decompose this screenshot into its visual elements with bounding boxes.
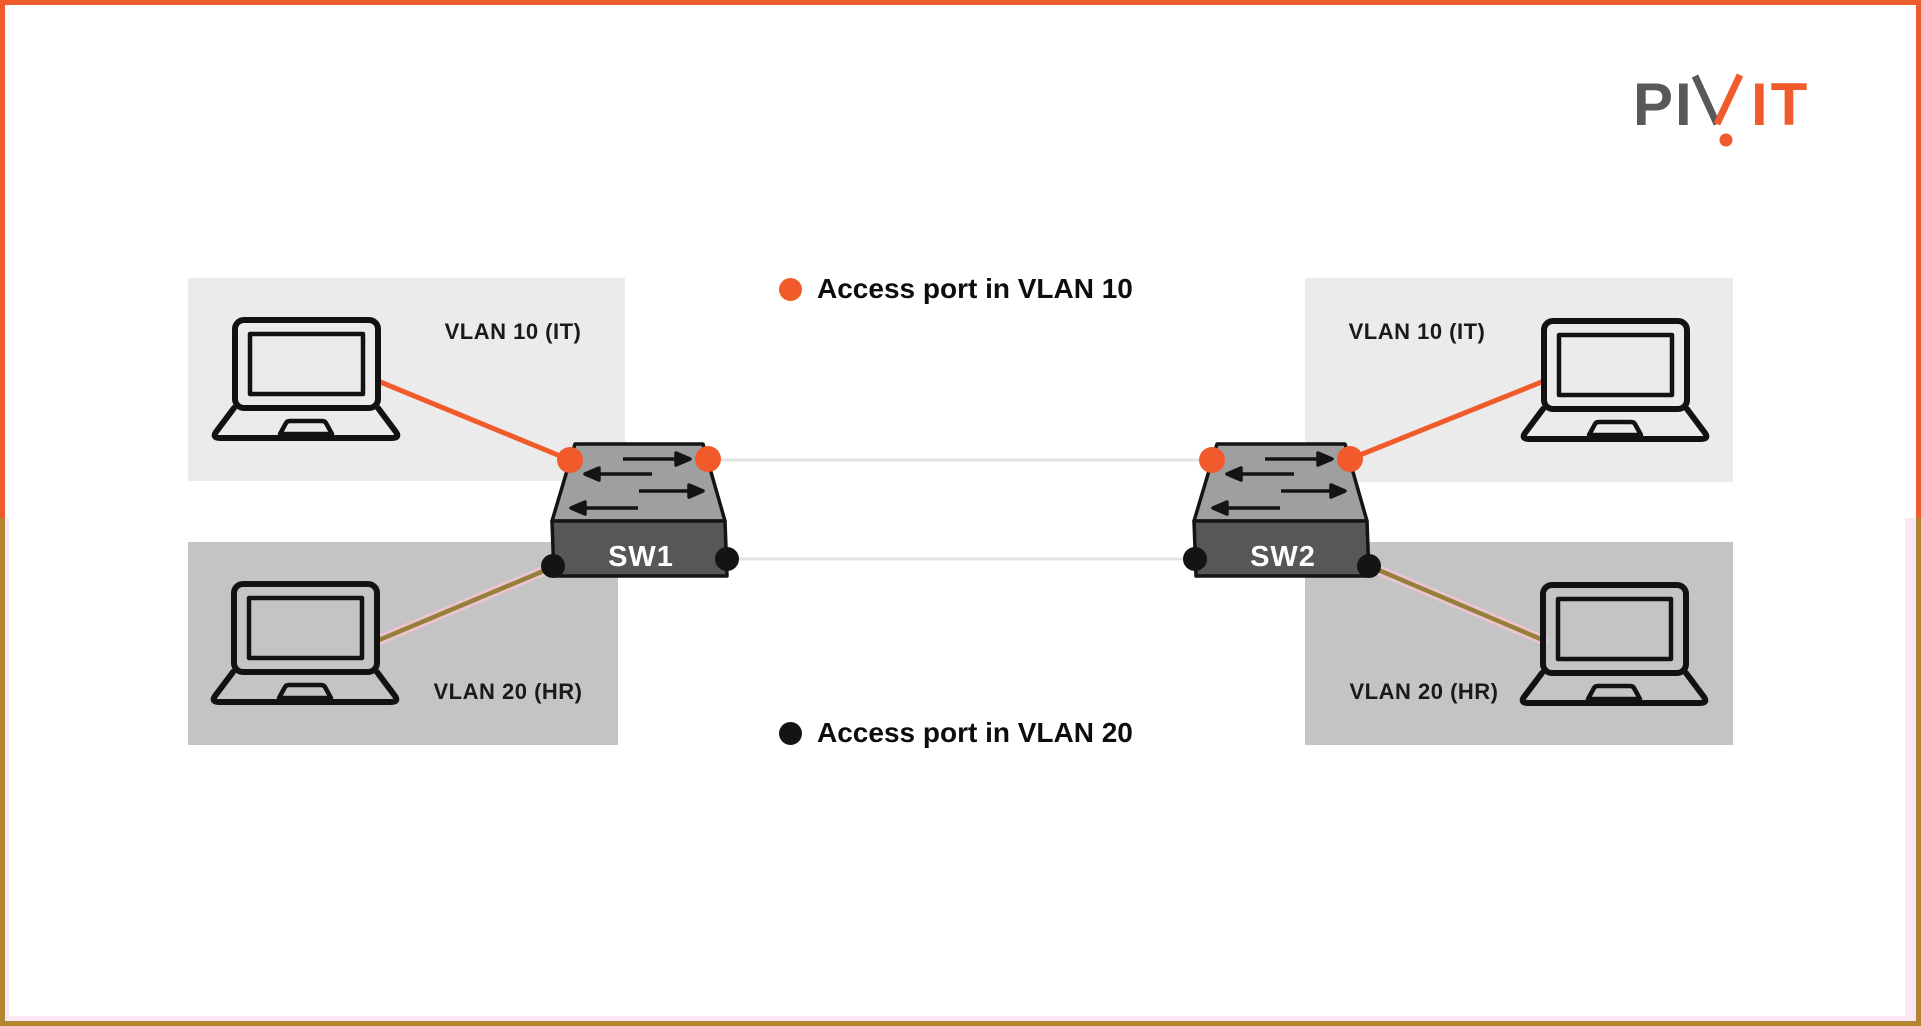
zone-label-vlan20-left: VLAN 20 (HR) <box>433 679 583 704</box>
vlan10-link-left <box>375 378 573 463</box>
logo-v-left-stroke <box>1691 74 1721 126</box>
sw1-vlan10-port-right-dot <box>695 446 721 472</box>
page-border-left-top <box>0 0 5 518</box>
zone-label-vlan10-right: VLAN 10 (IT) <box>1348 319 1486 344</box>
logo-text-gray: PI <box>1633 71 1694 138</box>
switch-sw1: SW1 <box>550 442 729 578</box>
sw1-vlan10-port-left-dot <box>557 447 583 473</box>
sw2-vlan10-port-left-dot <box>1199 447 1225 473</box>
logo-exclamation-dot-icon <box>1719 133 1733 147</box>
sw2-vlan20-port-left-dot <box>1183 547 1207 571</box>
vlan10-link-right <box>1347 378 1547 462</box>
laptop-icon-vlan20-right <box>1523 585 1706 703</box>
sw1-vlan20-port-left-dot <box>541 554 565 578</box>
laptop-icon-vlan20-left <box>214 584 397 702</box>
legend-item-vlan10: Access port in VLAN 10 <box>779 273 1133 304</box>
zone-vlan10-left <box>188 278 625 481</box>
page-border-top <box>0 0 1921 5</box>
pivit-logo: PI IT <box>1633 71 1810 147</box>
vlan20-link-left <box>376 564 556 643</box>
page-border-left-bottom <box>0 518 5 1026</box>
page-border-right-top <box>1916 0 1921 518</box>
legend-item-vlan20: Access port in VLAN 20 <box>779 717 1133 748</box>
sw2-vlan10-port-right-dot <box>1337 446 1363 472</box>
page-border-bottom <box>0 1021 1921 1026</box>
pink-fringe-bottom <box>0 1016 1921 1021</box>
laptop-icon-vlan10-right <box>1524 321 1707 439</box>
legend-label-vlan10: Access port in VLAN 10 <box>817 273 1133 304</box>
zone-label-vlan10-left: VLAN 10 (IT) <box>444 319 582 344</box>
switch-sw2: SW2 <box>1192 442 1371 578</box>
logo-text-orange: IT <box>1751 71 1810 138</box>
switch-sw1-label: SW1 <box>608 541 674 573</box>
vlan20-legend-dot-icon <box>779 721 802 745</box>
logo-v-right-stroke <box>1713 73 1744 126</box>
sw1-vlan20-port-right-dot <box>715 547 739 571</box>
pink-fringe-right <box>1905 518 1916 1021</box>
sw2-vlan20-port-right-dot <box>1357 554 1381 578</box>
legend-label-vlan20: Access port in VLAN 20 <box>817 717 1133 748</box>
switch-sw2-label: SW2 <box>1250 541 1316 573</box>
zone-vlan20-right <box>1305 542 1733 745</box>
pink-fringe-left <box>5 518 9 1021</box>
zone-label-vlan20-right: VLAN 20 (HR) <box>1349 679 1499 704</box>
vlan20-link-right <box>1366 563 1546 643</box>
laptop-icon-vlan10-left <box>215 320 398 438</box>
page-border-right-bottom <box>1916 518 1921 1026</box>
vlan10-legend-dot-icon <box>779 277 802 301</box>
